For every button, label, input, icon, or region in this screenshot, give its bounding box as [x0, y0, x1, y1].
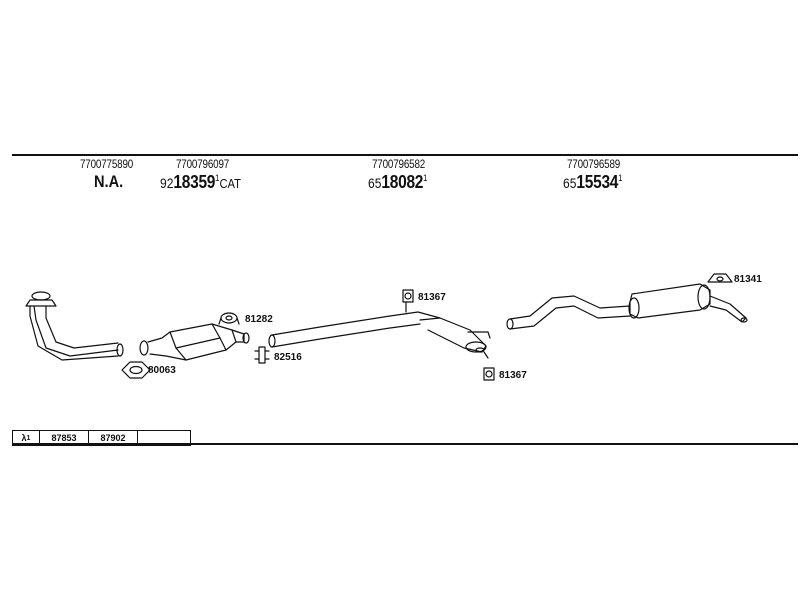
- hanger-mid-bottom-shape: [483, 367, 495, 381]
- part-code-prefix: 92: [160, 175, 174, 191]
- part-code-footnote: 1: [618, 173, 623, 183]
- top-rule: [12, 154, 798, 156]
- legend-cell-1: 87853: [40, 431, 89, 445]
- oem-column-1: 7700775890 N.A.: [80, 158, 145, 191]
- catalytic-converter: [139, 323, 250, 361]
- lambda-symbol: λ: [21, 433, 27, 443]
- legend-cell-3: [138, 431, 191, 445]
- label-clamp-pipe: 82516: [274, 352, 302, 363]
- part-code-main: 18359: [173, 172, 216, 192]
- label-clamp-cat: 81282: [245, 314, 273, 325]
- clamp-pipe: [254, 346, 270, 364]
- clamp-cat: [218, 312, 240, 325]
- legend-cell-2: 87902: [89, 431, 138, 445]
- front-downpipe: [25, 291, 124, 361]
- part-code-suffix: CAT: [219, 176, 242, 191]
- part-code: N.A.: [94, 173, 138, 191]
- label-gasket-front: 80063: [148, 365, 176, 376]
- oem-number: 7700775890: [80, 157, 134, 171]
- part-code-prefix: 65: [368, 175, 382, 191]
- label-hanger-mid-top: 81367: [418, 292, 446, 303]
- oem-number: 7700796582: [372, 157, 426, 171]
- rear-silencer: [628, 283, 748, 323]
- part-code: 65180821: [368, 173, 427, 192]
- hanger-rear-shape: [707, 273, 733, 283]
- part-code-main: N.A.: [94, 172, 124, 191]
- part-code: 92183591CAT: [160, 173, 241, 192]
- middle-silencer: [419, 317, 491, 359]
- oem-number: 7700796589: [567, 157, 621, 171]
- part-code-footnote: 1: [423, 173, 428, 183]
- bottom-rule: [12, 443, 798, 445]
- hanger-mid-top-shape: [402, 289, 414, 313]
- part-code-prefix: 65: [563, 175, 577, 191]
- front-gasket: [121, 361, 151, 379]
- part-code: 65155341: [563, 173, 622, 192]
- lambda-symbol-cell: λ1: [13, 431, 40, 445]
- oem-column-2: 7700796097 92183591CAT: [160, 157, 254, 192]
- lambda-footnote: 1: [26, 435, 31, 442]
- part-code-footnote: 1: [215, 173, 220, 183]
- label-hanger-mid-bottom: 81367: [499, 370, 527, 381]
- label-hanger-rear: 81341: [734, 274, 762, 285]
- part-code-main: 18082: [381, 172, 424, 192]
- rear-pipe: [506, 295, 631, 330]
- oem-column-4: 7700796589 65155341: [563, 157, 632, 192]
- oem-number: 7700796097: [176, 157, 230, 171]
- oem-column-3: 7700796582 65180821: [368, 157, 437, 192]
- lambda-sensor-table: λ1 87853 87902: [12, 430, 191, 446]
- intermediate-pipe: [268, 311, 441, 348]
- part-code-main: 15534: [576, 172, 619, 192]
